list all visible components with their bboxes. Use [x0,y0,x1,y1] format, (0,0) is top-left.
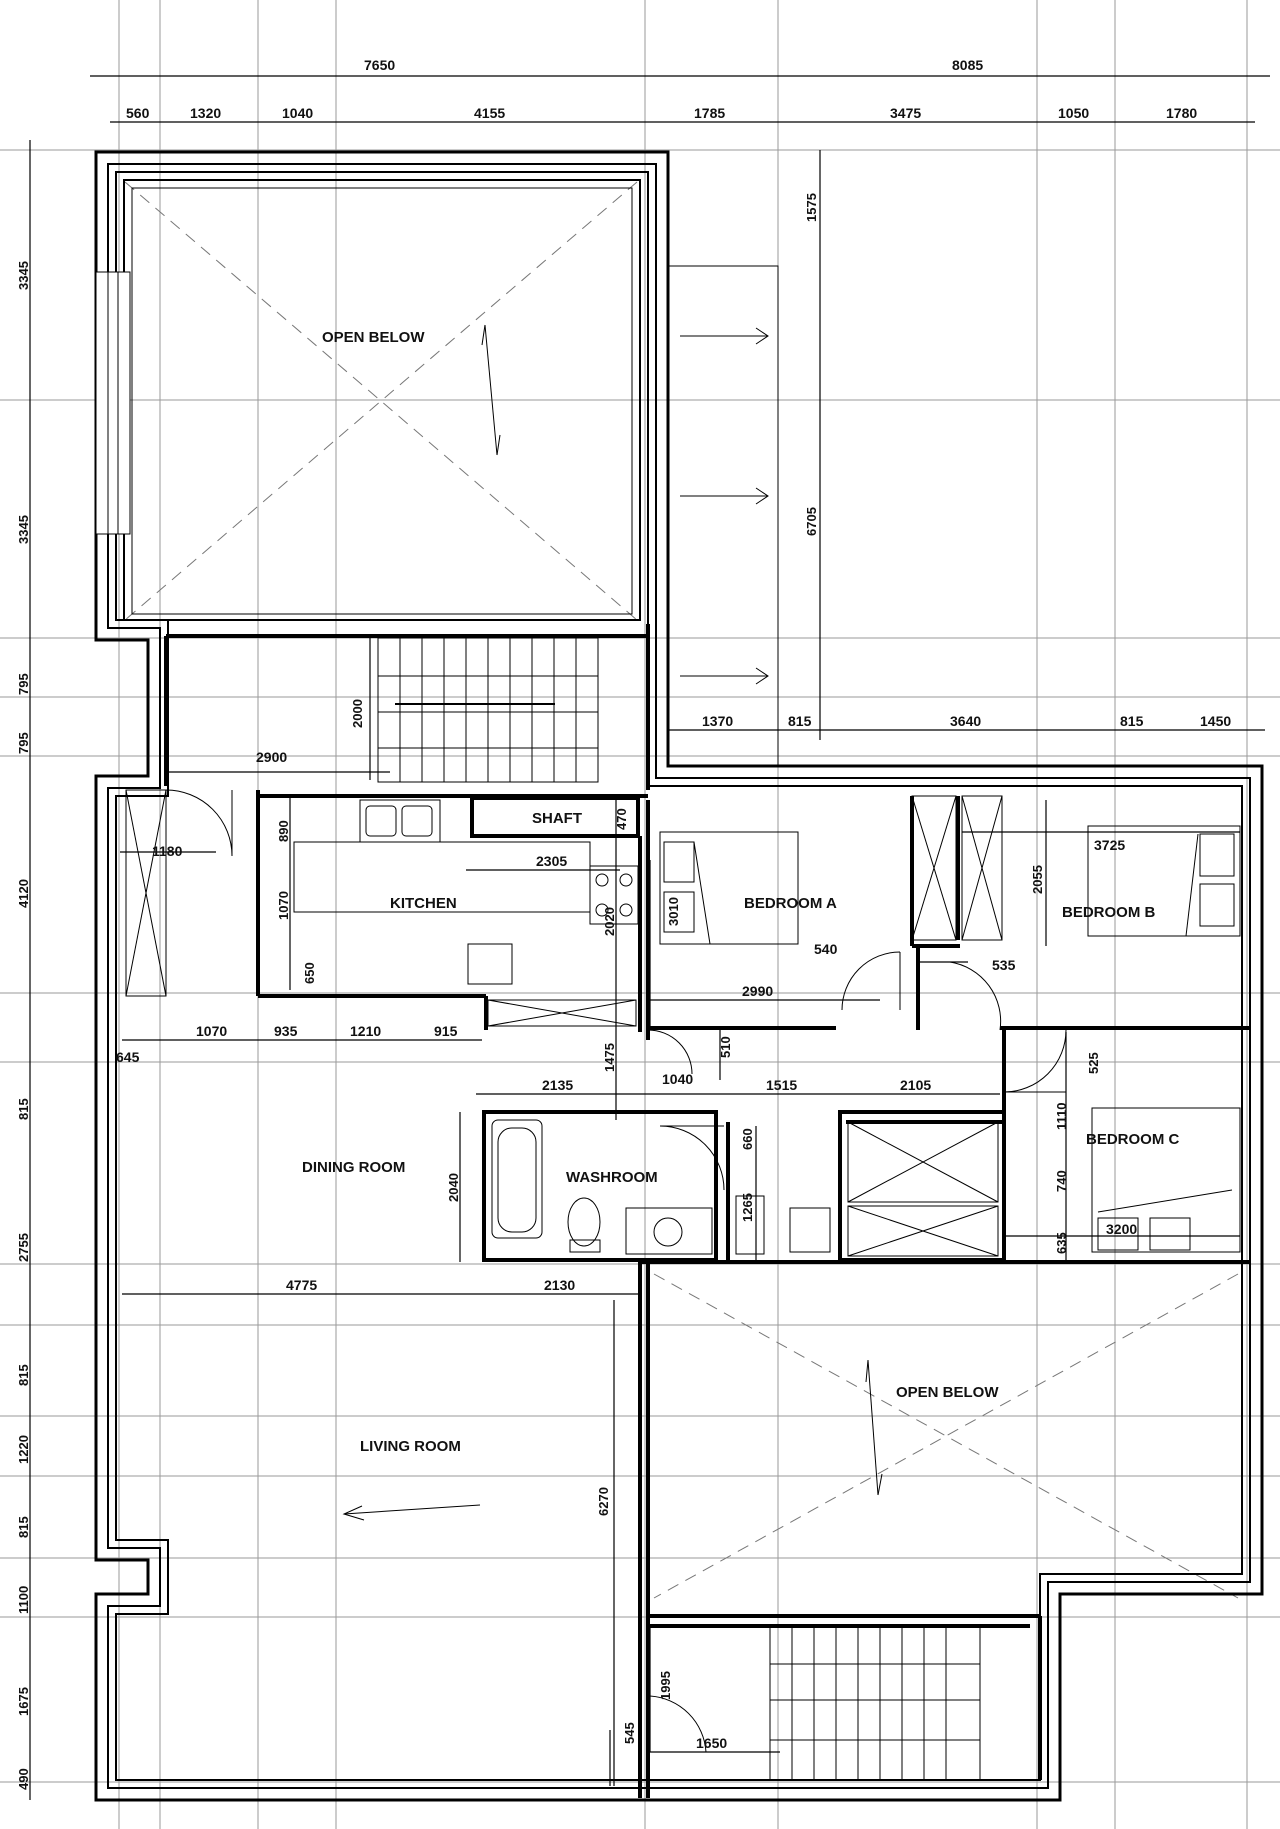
dim-wash-1040: 1040 [662,1071,693,1087]
dim-bedc-740: 740 [1054,1170,1069,1192]
stair-bottom [769,1625,981,1781]
dim-top-seg-3: 1040 [282,105,313,121]
dim-bedroom-b-2055: 2055 [1030,865,1045,894]
dim-bedc-635: 635 [1054,1232,1069,1254]
dim-wash-660: 660 [740,1128,755,1150]
dim-balcony-1575: 1575 [804,193,819,222]
dim-left-9: 1220 [16,1435,31,1464]
dim-living-2130: 2130 [544,1277,575,1293]
dim-stair-1995: 1995 [658,1671,673,1700]
dim-left-2: 3345 [16,515,31,544]
interior-walls [164,624,1250,1798]
dim-top-overall-2: 8085 [952,57,983,73]
dimension-lines [29,75,1270,1800]
dim-2990: 2990 [742,983,773,999]
room-label-bedroom-a: BEDROOM A [744,895,837,912]
dim-stair-1650: 1650 [696,1735,727,1751]
dim-left-8: 815 [16,1364,31,1386]
dim-east-3: 3640 [950,713,981,729]
dim-top-seg-1: 560 [126,105,150,121]
dim-540: 540 [814,941,838,957]
dim-kitchen-2900: 2900 [256,749,287,765]
room-label-washroom: WASHROOM [566,1169,658,1186]
bedroom-b-bed [1087,825,1241,937]
open-below-top-area [124,181,638,621]
dim-wash-2135: 2135 [542,1077,573,1093]
dim-bedc-3200: 3200 [1106,1221,1137,1237]
room-label-bedroom-b: BEDROOM B [1062,904,1156,921]
exterior-walls [94,150,1264,1802]
dim-top-seg-5: 1785 [694,105,725,121]
dim-535: 535 [992,957,1016,973]
dim-wash-2105: 2105 [900,1077,931,1093]
dim-top-overall-1: 7650 [364,57,395,73]
dim-top-seg-6: 3475 [890,105,921,121]
dim-left-7: 2755 [16,1233,31,1262]
dim-dining-1070: 1070 [196,1023,227,1039]
stair-top [377,637,599,783]
dim-stair-545: 545 [622,1722,637,1744]
dim-top-seg-8: 1780 [1166,105,1197,121]
bedroom-a-bed [659,831,799,945]
dim-left-4: 795 [16,732,31,754]
room-label-living-room: LIVING ROOM [360,1438,461,1455]
dim-east-2: 815 [788,713,812,729]
dim-wash-1265: 1265 [740,1193,755,1222]
dim-balcony-6705: 6705 [804,507,819,536]
dim-dining-1475: 1475 [602,1043,617,1072]
washroom-fixtures [491,1119,831,1255]
dim-kitchen-2000: 2000 [350,699,365,728]
dim-bedc-1110: 1110 [1054,1103,1069,1131]
dim-kitchen-890: 890 [276,820,291,842]
dim-kitchen-650: 650 [302,962,317,984]
room-label-shaft: SHAFT [532,810,582,827]
dim-top-seg-7: 1050 [1058,105,1089,121]
dim-shaft-470: 470 [614,808,629,830]
dim-dining-510: 510 [718,1036,733,1058]
dim-left-13: 490 [16,1768,31,1790]
dim-east-1: 1370 [702,713,733,729]
dim-dining-645: 645 [116,1049,140,1065]
dim-left-12: 1675 [16,1687,31,1716]
room-label-bedroom-c: BEDROOM C [1086,1131,1180,1148]
dim-living-4775: 4775 [286,1277,317,1293]
dim-top-seg-4: 4155 [474,105,505,121]
dim-top-seg-2: 1320 [190,105,221,121]
closets [125,789,1003,1257]
dim-kitchen-2305: 2305 [536,853,567,869]
kitchen-fixtures [293,799,639,985]
room-label-dining-room: DINING ROOM [302,1159,405,1176]
dim-kitchen-1070: 1070 [276,891,291,920]
dim-bedroom-a-3010: 3010 [666,897,681,926]
open-below-bottom-area [653,1273,1239,1599]
dim-dining-915: 915 [434,1023,458,1039]
dim-left-3: 795 [16,673,31,695]
dim-bedroom-b-3725: 3725 [1094,837,1125,853]
dim-east-4: 815 [1120,713,1144,729]
dim-wash-2040: 2040 [446,1173,461,1202]
dim-kitchen-2020: 2020 [602,907,617,936]
dim-left-11: 1100 [16,1586,31,1614]
dim-east-5: 1450 [1200,713,1231,729]
room-label-open-below-bottom: OPEN BELOW [896,1384,999,1401]
door-swings [165,789,1067,1753]
dim-left-1: 3345 [16,261,31,290]
dim-dining-935: 935 [274,1023,298,1039]
dim-kitchen-1180: 1180 [152,843,183,859]
room-label-open-below-top: OPEN BELOW [322,329,425,346]
balcony [668,265,779,766]
dim-left-5: 4120 [16,879,31,908]
dim-left-10: 815 [16,1516,31,1538]
dim-bedc-525: 525 [1086,1052,1101,1074]
dim-living-6270: 6270 [596,1487,611,1516]
room-label-kitchen: KITCHEN [390,895,457,912]
living-arrow [342,1504,481,1521]
dim-left-6: 815 [16,1098,31,1120]
dim-wash-1515: 1515 [766,1077,797,1093]
dim-dining-1210: 1210 [350,1023,381,1039]
bedroom-c-bed [1091,1107,1241,1253]
